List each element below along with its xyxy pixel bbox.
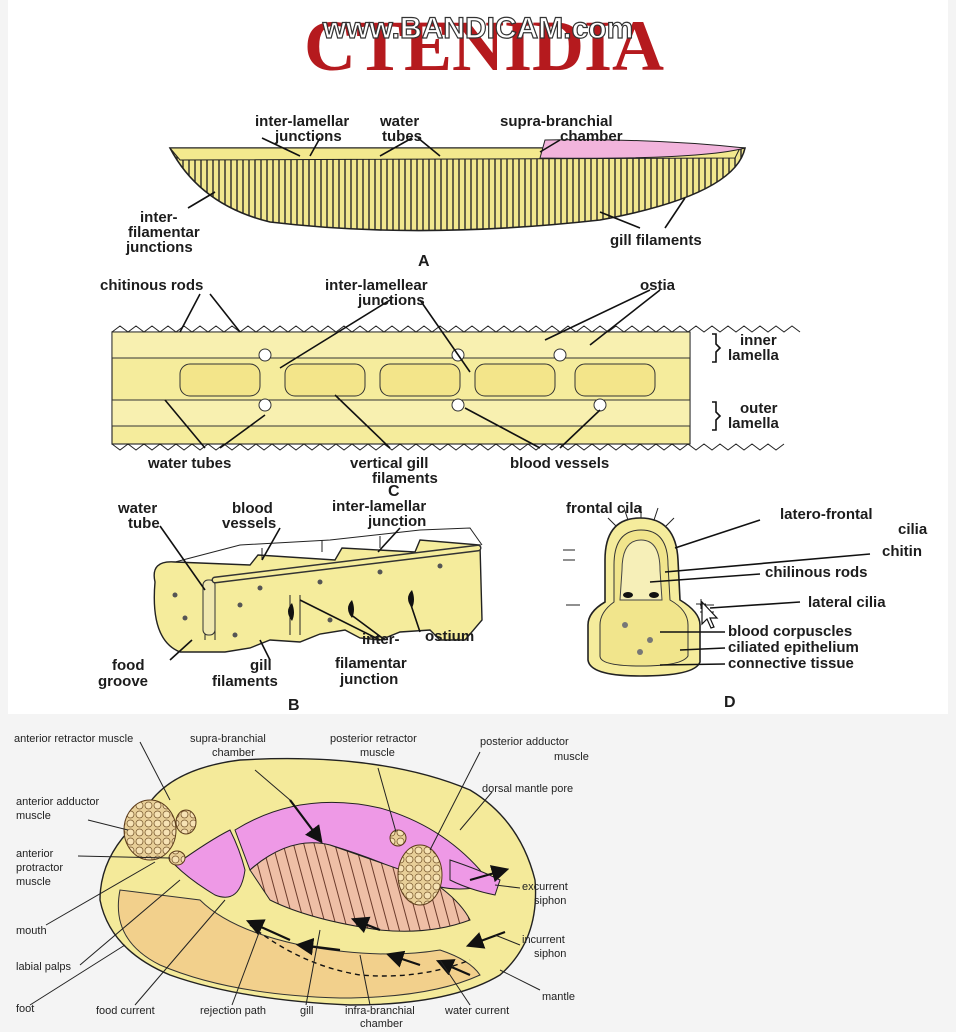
label-inter-lamellar-b2: junction: [367, 513, 426, 530]
label-anterior-protractor-3: muscle: [16, 876, 51, 888]
water-tube-c1: [180, 364, 260, 396]
label-gill-filaments-a: gill filaments: [610, 232, 702, 249]
bandicam-watermark: www.BANDICAM.com: [322, 12, 634, 45]
label-lateral-cilia: lateral cilia: [808, 594, 886, 611]
chitinous-rod-d1: [623, 592, 633, 598]
label-chitinous-rods: chitinous rods: [100, 277, 203, 294]
ostium-c1: [259, 349, 271, 361]
blood-vessel-c2: [452, 399, 464, 411]
posterior-retractor-muscle-shape: [390, 830, 406, 846]
label-mantle: mantle: [542, 991, 575, 1003]
label-gill-filaments-b1: gill: [250, 657, 272, 674]
label-excurrent-2: siphon: [534, 895, 566, 907]
label-rejection-path: rejection path: [200, 1005, 266, 1017]
water-tube-c3: [380, 364, 460, 396]
label-incurrent-2: siphon: [534, 948, 566, 960]
inner-lamella-band: [112, 332, 690, 358]
label-chitin: chitin: [882, 543, 922, 560]
chitin-core-d: [620, 540, 662, 600]
label-infra-branchial-2: chamber: [360, 1018, 403, 1030]
label-supra-branchial-b2: chamber: [212, 747, 255, 759]
part-letter-a: A: [418, 253, 430, 270]
water-tube-c4: [475, 364, 555, 396]
label-dorsal-mantle-pore: dorsal mantle pore: [482, 783, 573, 795]
posterior-adductor-muscle-shape: [398, 845, 442, 905]
label-water-tubes-a2: tubes: [382, 128, 422, 145]
ostium-c3: [554, 349, 566, 361]
water-tube-b: [203, 580, 215, 635]
label-infra-branchial-1: infra-branchial: [345, 1005, 415, 1017]
label-posterior-retractor-2: muscle: [360, 747, 395, 759]
blood-vessel-c1: [259, 399, 271, 411]
label-ostia: ostia: [640, 277, 676, 294]
label-posterior-retractor-1: posterior retractor: [330, 733, 417, 745]
part-letter-b: B: [288, 697, 300, 714]
label-foot: foot: [16, 1003, 34, 1015]
label-ciliated-epithelium: ciliated epithelium: [728, 639, 859, 656]
label-chilinous-rods: chilinous rods: [765, 564, 868, 581]
label-inter-filamentar-b2: filamentar: [335, 655, 407, 672]
label-blood-vessels-c: blood vessels: [510, 455, 609, 472]
label-blood-vessels-b2: vessels: [222, 515, 276, 532]
label-supra-branchial-b1: supra-branchial: [190, 733, 266, 745]
chitinous-rod-d2: [649, 592, 659, 598]
label-inter-filamentar-b3: junction: [339, 671, 398, 688]
label-inner-lamella-2: lamella: [728, 347, 780, 364]
anterior-adductor-muscle-shape: [124, 800, 176, 860]
blood-vessel-c3: [594, 399, 606, 411]
water-tube-c5: [575, 364, 655, 396]
label-mouth: mouth: [16, 925, 47, 937]
label-gill: gill: [300, 1005, 313, 1017]
label-anterior-retractor: anterior retractor muscle: [14, 733, 133, 745]
label-latero-frontal-2: cilia: [898, 521, 928, 538]
label-vertical-gill-2: filaments: [372, 470, 438, 487]
label-incurrent-1: incurrent: [522, 934, 565, 946]
label-anterior-protractor-1: anterior: [16, 848, 54, 860]
label-blood-corpuscles: blood corpuscles: [728, 623, 852, 640]
label-anterior-adductor-2: muscle: [16, 810, 51, 822]
label-outer-lamella-2: lamella: [728, 415, 780, 432]
label-excurrent-1: excurrent: [522, 881, 568, 893]
label-labial-palps: labial palps: [16, 961, 72, 973]
label-inter-filamentar-b1: inter-: [362, 631, 400, 648]
label-inter-lamellar-junctions-a2: junctions: [274, 128, 342, 145]
label-frontal-cilia: frontal cila: [566, 500, 643, 517]
label-food-groove-2: groove: [98, 673, 148, 690]
part-letter-d: D: [724, 694, 736, 711]
label-posterior-adductor-1: posterior adductor: [480, 736, 569, 748]
bivalve-section-diagram: [30, 742, 540, 1005]
label-water-current: water current: [444, 1005, 509, 1017]
label-connective-tissue: connective tissue: [728, 655, 854, 672]
label-inter-lamellear-c2: junctions: [357, 292, 425, 309]
label-inter-filamentar-a3: junctions: [125, 239, 193, 256]
label-gill-filaments-b2: filaments: [212, 673, 278, 690]
label-water-tube-b2: tube: [128, 515, 160, 532]
label-anterior-adductor-1: anterior adductor: [16, 796, 99, 808]
label-anterior-protractor-2: protractor: [16, 862, 63, 874]
label-latero-frontal-1: latero-frontal: [780, 506, 873, 523]
anterior-protractor-muscle-shape: [169, 851, 185, 865]
label-food-current: food current: [96, 1005, 155, 1017]
anterior-retractor-muscle-shape: [176, 810, 196, 834]
water-tube-c2: [285, 364, 365, 396]
label-water-tubes-c: water tubes: [147, 455, 231, 472]
label-posterior-adductor-2: muscle: [554, 751, 589, 763]
label-ostium: ostium: [425, 628, 474, 645]
label-food-groove-1: food: [112, 657, 144, 674]
label-supra-branchial-a2: chamber: [560, 128, 623, 145]
